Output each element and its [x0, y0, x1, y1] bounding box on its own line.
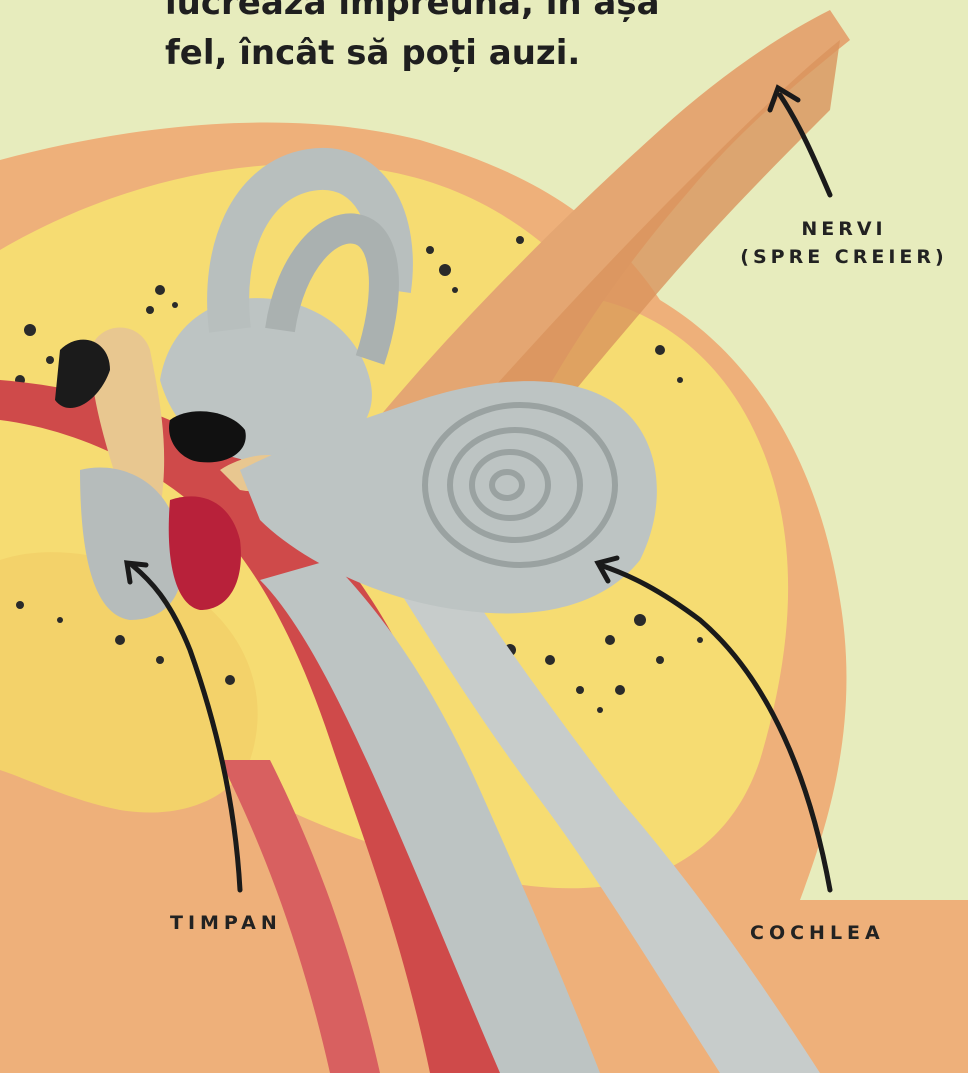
- intro-line-1: lucrează împreună, în așa: [165, 0, 635, 28]
- label-nervi: NERVI (SPRE CREIER): [720, 215, 968, 271]
- label-nervi-line-1: NERVI: [720, 215, 968, 243]
- label-nervi-line-2: (SPRE CREIER): [720, 243, 968, 271]
- label-cochlea: COCHLEA: [750, 922, 885, 944]
- intro-line-2: fel, încât să poți auzi.: [165, 28, 635, 78]
- intro-text: lucrează împreună, în așa fel, încât să …: [165, 0, 635, 78]
- label-timpan: TIMPAN: [170, 912, 282, 934]
